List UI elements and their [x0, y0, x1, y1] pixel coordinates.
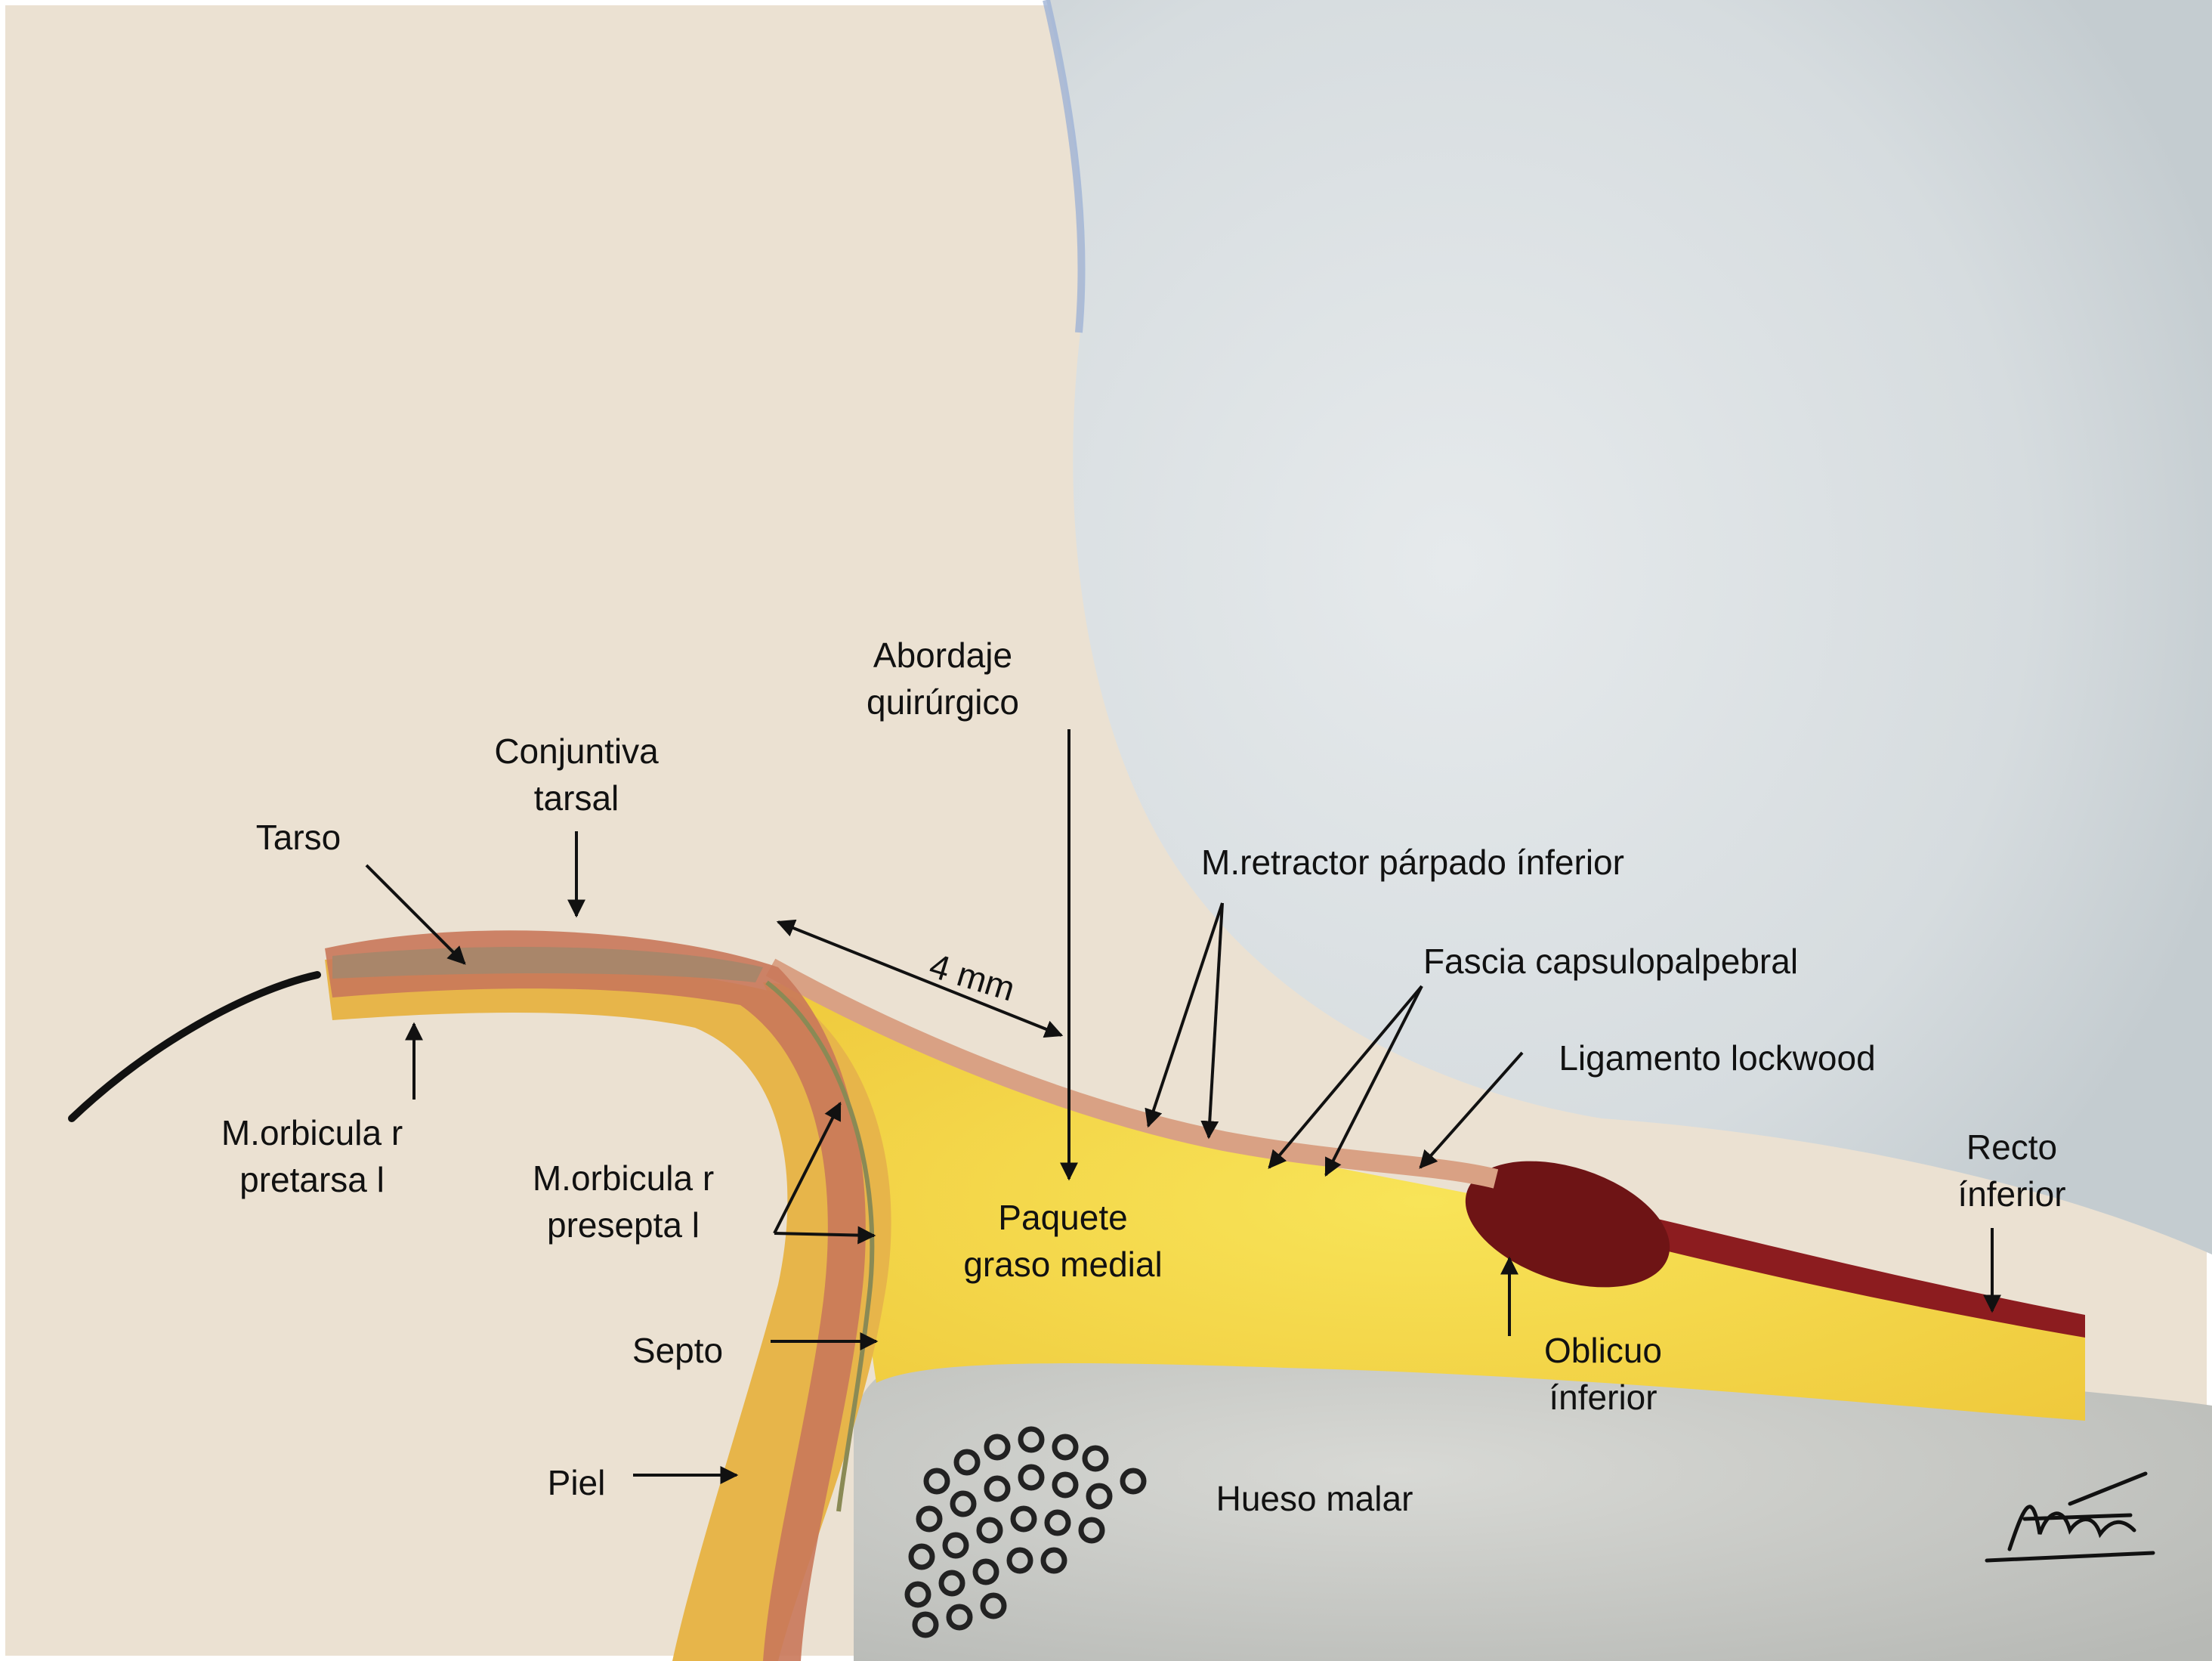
label-tarso: Tarso [255, 818, 341, 857]
tarsus [332, 947, 763, 982]
eye-globe [1046, 0, 2212, 1254]
label-fascia-capsulopalpebral: Fascia capsulopalpebral [1423, 942, 1799, 981]
septum-line [765, 980, 875, 1512]
label-ligamento-lockwood: Ligamento lockwood [1559, 1038, 1876, 1078]
leader-arrows [365, 729, 2001, 1484]
cornea-edge [1043, 0, 1086, 333]
arrow-retractor-2 [1200, 902, 1224, 1140]
arrow-retractor-1 [1145, 902, 1224, 1128]
artist-signature [1985, 1471, 2155, 1563]
malar-bone [854, 1343, 2212, 1661]
distance-arrow [776, 919, 1064, 1038]
label-septo: Septo [632, 1331, 724, 1370]
label-hueso-malar: Hueso malar [1216, 1479, 1413, 1518]
eyelashes [68, 971, 321, 1122]
arrow-orb-preseptal-1 [773, 1101, 842, 1234]
orbital-fat [763, 982, 2085, 1421]
inferior-oblique [1465, 1161, 1670, 1288]
arrow-tarso [365, 864, 466, 965]
arrow-fascia-2 [1324, 985, 1423, 1177]
arrow-fascia-1 [1268, 985, 1423, 1169]
label-retractor-parpado: M.retractor párpado ínferior [1201, 843, 1624, 882]
label-piel: Piel [547, 1463, 606, 1502]
bone-trabeculae [904, 1426, 1147, 1638]
skin-layer [325, 956, 891, 1661]
arrow-orb-preseptal-2 [774, 1226, 876, 1245]
arrow-ligamento [1419, 1051, 1524, 1169]
